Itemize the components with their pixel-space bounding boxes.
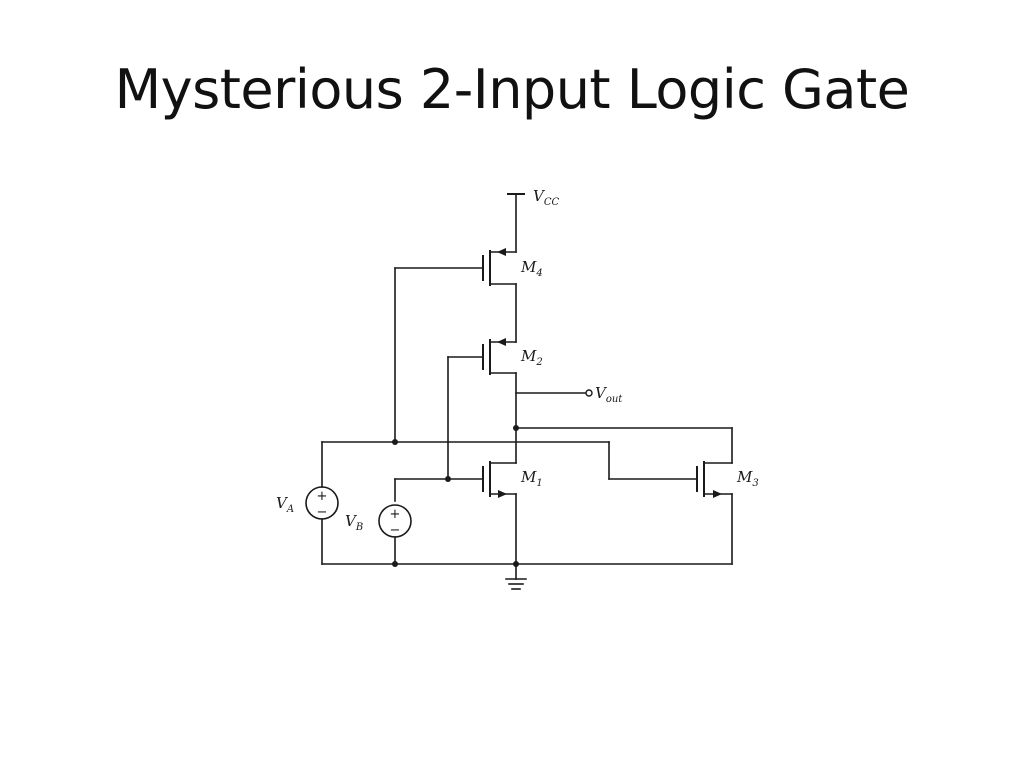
m4-arrow [497,248,506,256]
voltage-source-va: + − VA [276,441,339,565]
vb-plus-sign: + [390,507,401,522]
vb-label: VB [345,512,363,533]
ground-symbol [505,563,527,590]
junction-node [392,439,398,445]
transistor-m2: M2 [447,338,543,464]
m4-label: M4 [520,258,543,279]
vout-terminal: Vout [515,384,623,405]
m2-label: M2 [520,347,543,368]
m3-arrow [713,490,722,498]
transistor-m4: M4 [394,248,543,343]
junction-node [445,476,451,482]
va-label: VA [276,494,294,515]
transistor-m1: M1 [482,461,543,565]
m1-arrow [498,490,507,498]
m1-label: M1 [520,468,543,489]
vout-node [585,389,593,397]
m2-arrow [497,338,506,346]
transistor-m3: M3 [696,461,759,565]
m3-label: M3 [736,468,759,489]
vout-label: Vout [595,384,623,405]
slide-title: Mysterious 2-Input Logic Gate [114,58,910,121]
va-plus-sign: + [317,489,328,504]
voltage-source-vb: + − VB [345,504,412,565]
va-minus-sign: − [317,505,328,520]
junction-node [513,425,519,431]
vcc-terminal: VCC [507,187,559,253]
vb-minus-sign: − [390,523,401,538]
vcc-label: VCC [533,187,559,208]
junction-node [392,561,398,567]
